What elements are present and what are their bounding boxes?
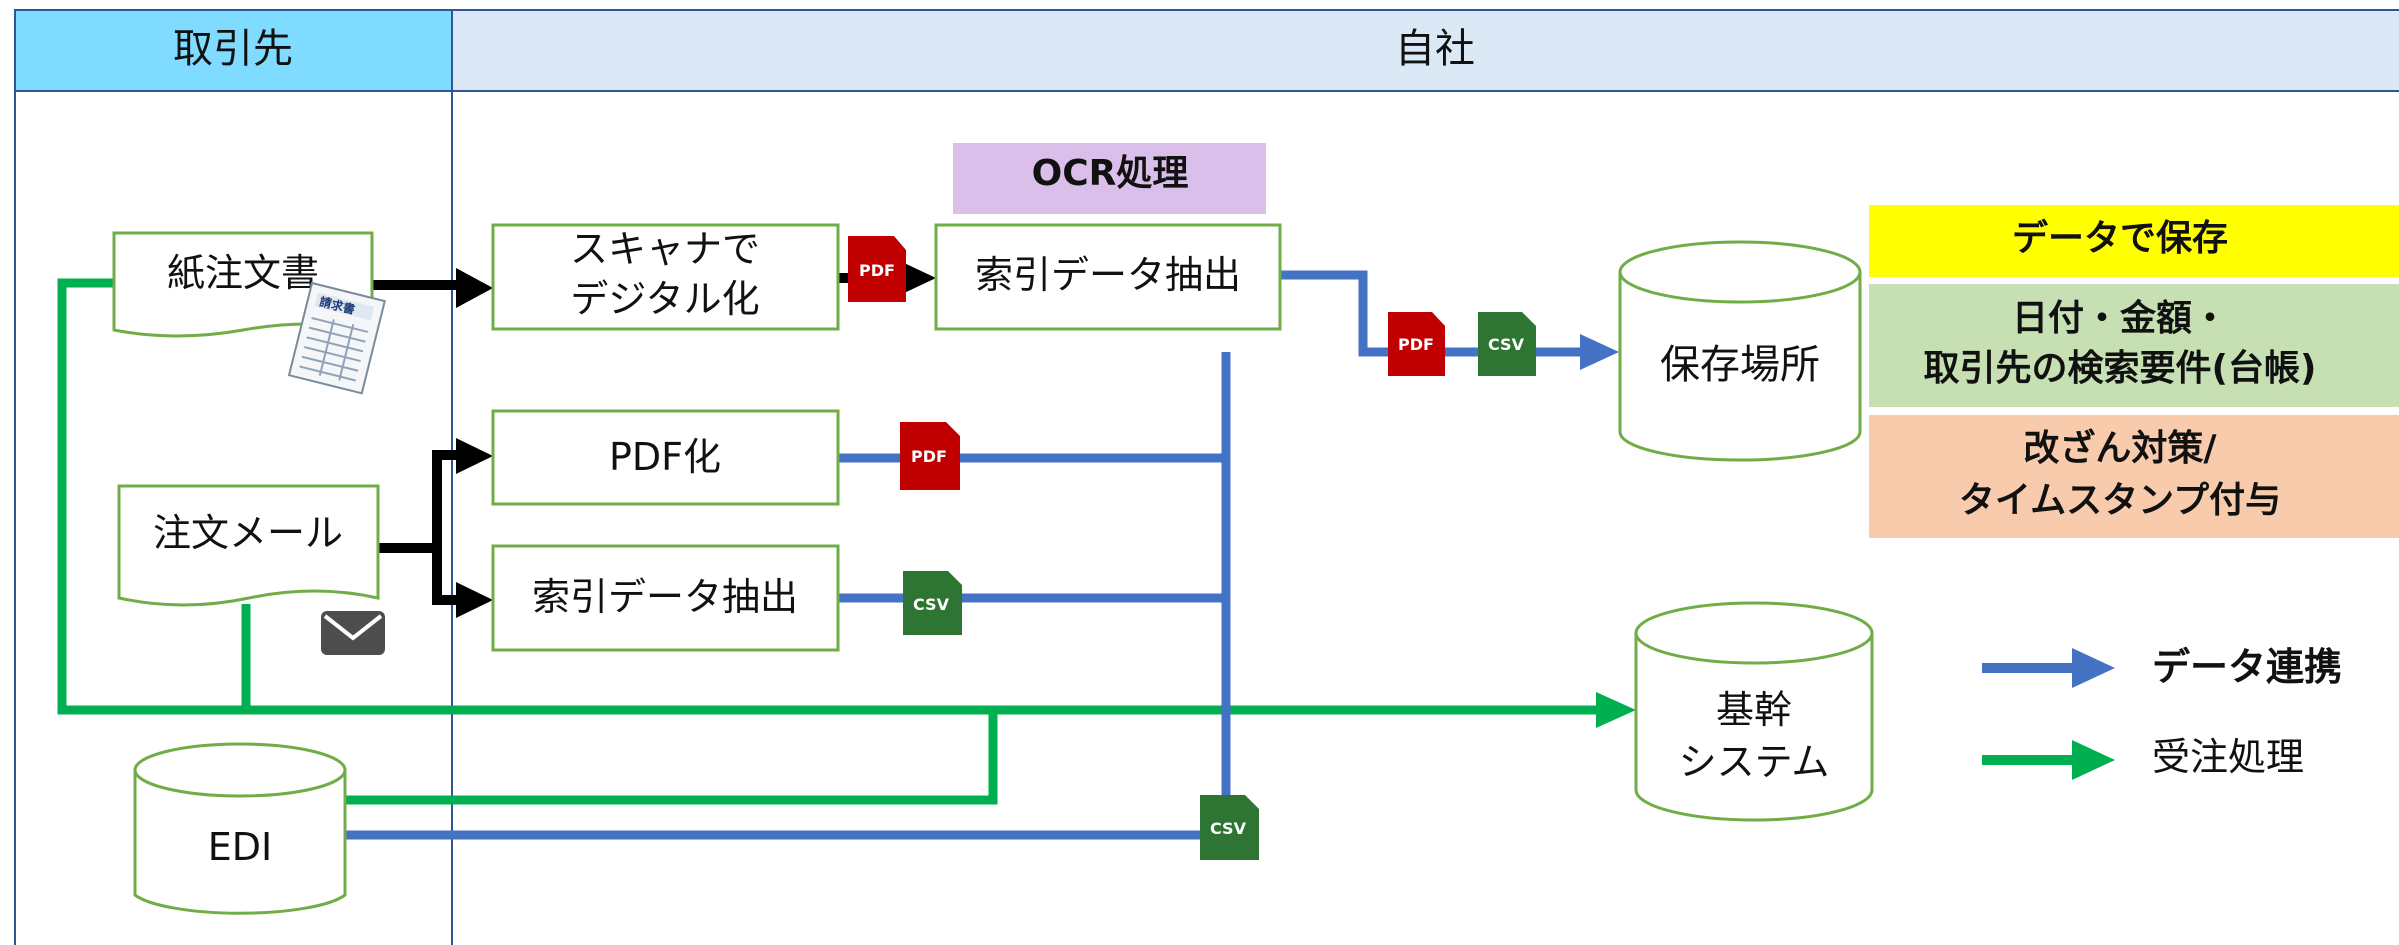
csv-badge-index-extract: CSV (903, 571, 962, 635)
csv-badge-storage: CSV (1478, 312, 1536, 376)
lane-title-partner: 取引先 (173, 26, 293, 72)
pdf-convert-arrowhead (456, 438, 493, 474)
pdf-badge-storage: PDF (1388, 312, 1445, 376)
svg-text:CSV: CSV (1488, 335, 1525, 354)
index-extract-top-node (934, 223, 1282, 331)
req-tamper-line2: タイムスタンプ付与 (1959, 480, 2281, 521)
pdf-badge-pdf-convert: PDF (900, 422, 960, 490)
core-system-line1: 基幹 (1716, 688, 1792, 732)
svg-text:CSV: CSV (913, 595, 950, 614)
data-link-arrowhead (1580, 334, 1619, 370)
req-tamper-protection (1869, 415, 2399, 538)
order-mail-label: 注文メール (153, 511, 343, 555)
order-processing-arrowhead (1596, 692, 1636, 728)
core-system-line2: システム (1679, 740, 1830, 784)
req-save-as-data (1869, 205, 2399, 277)
svg-text:PDF: PDF (911, 447, 947, 466)
req-tamper-line1: 改ざん対策/ (2023, 427, 2217, 469)
svg-text:PDF: PDF (859, 261, 895, 280)
scan-digitize-line2: デジタル化 (570, 277, 759, 321)
index-extract-top-label: 索引データ抽出 (975, 253, 1241, 297)
ocr-process-label: OCR処理 (1032, 153, 1189, 194)
scan-digitize-node (491, 223, 840, 331)
legend-data-link-label: データ連携 (2152, 645, 2342, 689)
scan-digitize-line1: スキャナで (570, 227, 760, 271)
pdf-badge-scan: PDF (848, 236, 906, 302)
req-save-as-data-label: データで保存 (2012, 217, 2228, 259)
invoice-document-icon: 請求書 (287, 281, 386, 395)
paper-order-label: 紙注文書 (167, 251, 319, 295)
svg-text:CSV: CSV (1210, 819, 1247, 838)
req-search-line2: 取引先の検索要件(台帳) (1924, 348, 2317, 389)
edi-node (133, 742, 347, 915)
order-mail-node (117, 484, 380, 607)
csv-badge-edi: CSV (1200, 795, 1259, 860)
index-extract-mid-node (491, 544, 840, 652)
index-extract-arrowhead (456, 582, 493, 618)
legend-order-processing-label: 受注処理 (2152, 735, 2304, 779)
req-search-requirements (1869, 284, 2399, 407)
legend-order-processing (1982, 740, 2115, 780)
lane-title-company: 自社 (1395, 26, 1475, 72)
storage-node (1618, 240, 1862, 462)
lane-header-company (451, 9, 2399, 92)
edi-label: EDI (208, 825, 272, 869)
svg-text:PDF: PDF (1398, 335, 1434, 354)
storage-label: 保存場所 (1660, 342, 1820, 388)
index-extract-mid-label: 索引データ抽出 (532, 575, 798, 619)
pdf-convert-node (491, 409, 840, 506)
lane-header-partner (14, 9, 453, 92)
envelope-icon (321, 611, 385, 655)
legend-data-link (1982, 648, 2115, 688)
scan-arrowhead (456, 268, 493, 308)
req-search-line1: 日付・金額・ (2012, 297, 2228, 339)
core-system-node (1634, 601, 1874, 822)
order-processing-lines (57, 278, 1600, 805)
pdf-convert-label: PDF化 (609, 435, 721, 479)
ocr-arrowhead (902, 262, 936, 294)
mail-flow-arrows (378, 450, 460, 605)
ocr-process-tag (953, 143, 1266, 214)
